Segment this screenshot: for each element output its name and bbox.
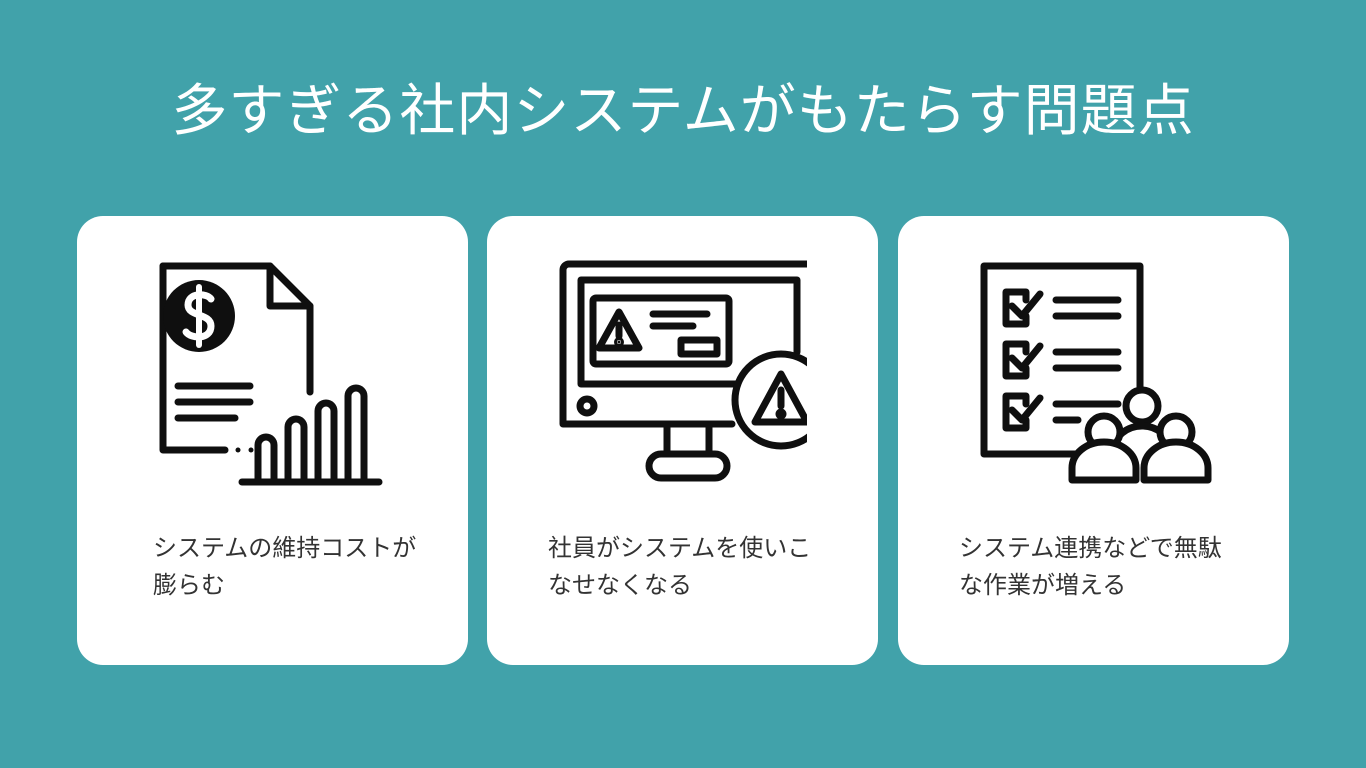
cards-row: システムの維持コストが膨らむ xyxy=(77,216,1289,665)
card-usability: 社員がシステムを使いこなせなくなる xyxy=(487,216,878,665)
card-caption: システムの維持コストが膨らむ xyxy=(153,534,417,599)
card-caption: システム連携などで無駄な作業が増える xyxy=(959,534,1222,599)
cost-report-chart-icon xyxy=(147,254,397,494)
card-maintenance-cost: システムの維持コストが膨らむ xyxy=(77,216,468,665)
checklist-team-icon xyxy=(968,254,1218,494)
card-redundant-work: システム連携などで無駄な作業が増える xyxy=(898,216,1289,665)
card-caption: 社員がシステムを使いこなせなくなる xyxy=(548,534,812,599)
monitor-warning-icon xyxy=(557,254,807,494)
page-title: 多すぎる社内システムがもたらす問題点 xyxy=(171,79,1195,144)
